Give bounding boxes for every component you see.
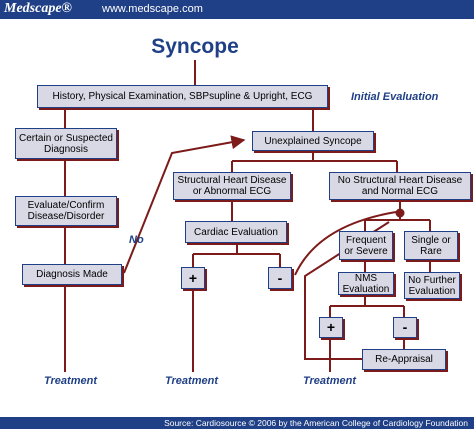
node-no-structural: No Structural Heart Disease and Normal E… bbox=[329, 172, 471, 200]
node-diagnosis: Diagnosis Made bbox=[22, 264, 122, 285]
no-arrow-line bbox=[123, 135, 246, 274]
node-minus2: - bbox=[393, 317, 417, 338]
diagram-title: Syncope bbox=[151, 35, 239, 58]
node-evaluate: Evaluate/Confirm Disease/Disorder bbox=[15, 196, 117, 226]
node-frequent: Frequent or Severe bbox=[339, 231, 393, 260]
node-certain: Certain or Suspected Diagnosis bbox=[15, 128, 117, 159]
minus1-to-node-curve bbox=[294, 211, 397, 276]
footer-bar: Source: Cardiosource © 2006 by the Ameri… bbox=[0, 417, 474, 429]
node-plus1: + bbox=[181, 267, 205, 289]
node-structural: Structural Heart Disease or Abnormal ECG bbox=[173, 172, 291, 200]
node-history: History, Physical Examination, SBPsuplin… bbox=[37, 85, 328, 108]
node-cardiac: Cardiac Evaluation bbox=[185, 221, 287, 243]
node-nms: NMS Evaluation bbox=[338, 272, 394, 295]
node-reappraisal: Re-Appraisal bbox=[362, 349, 446, 370]
site-url: www.medscape.com bbox=[102, 3, 203, 15]
node-minus1: - bbox=[268, 267, 292, 289]
source-credit: Source: Cardiosource © 2006 by the Ameri… bbox=[164, 418, 468, 428]
label-treatment-1: Treatment bbox=[44, 375, 97, 387]
header-bar: Medscape® www.medscape.com bbox=[0, 0, 474, 19]
node-plus2: + bbox=[319, 317, 343, 338]
label-treatment-3: Treatment bbox=[303, 375, 356, 387]
label-no: No bbox=[129, 234, 144, 246]
label-treatment-2: Treatment bbox=[165, 375, 218, 387]
node-single: Single or Rare bbox=[404, 231, 458, 260]
node-no-further: No Further Evaluation bbox=[404, 272, 460, 299]
node-unexplained: Unexplained Syncope bbox=[252, 131, 374, 151]
medscape-logo: Medscape® bbox=[4, 1, 72, 16]
decision-node-dot bbox=[395, 208, 405, 218]
label-initial-evaluation: Initial Evaluation bbox=[351, 91, 439, 103]
